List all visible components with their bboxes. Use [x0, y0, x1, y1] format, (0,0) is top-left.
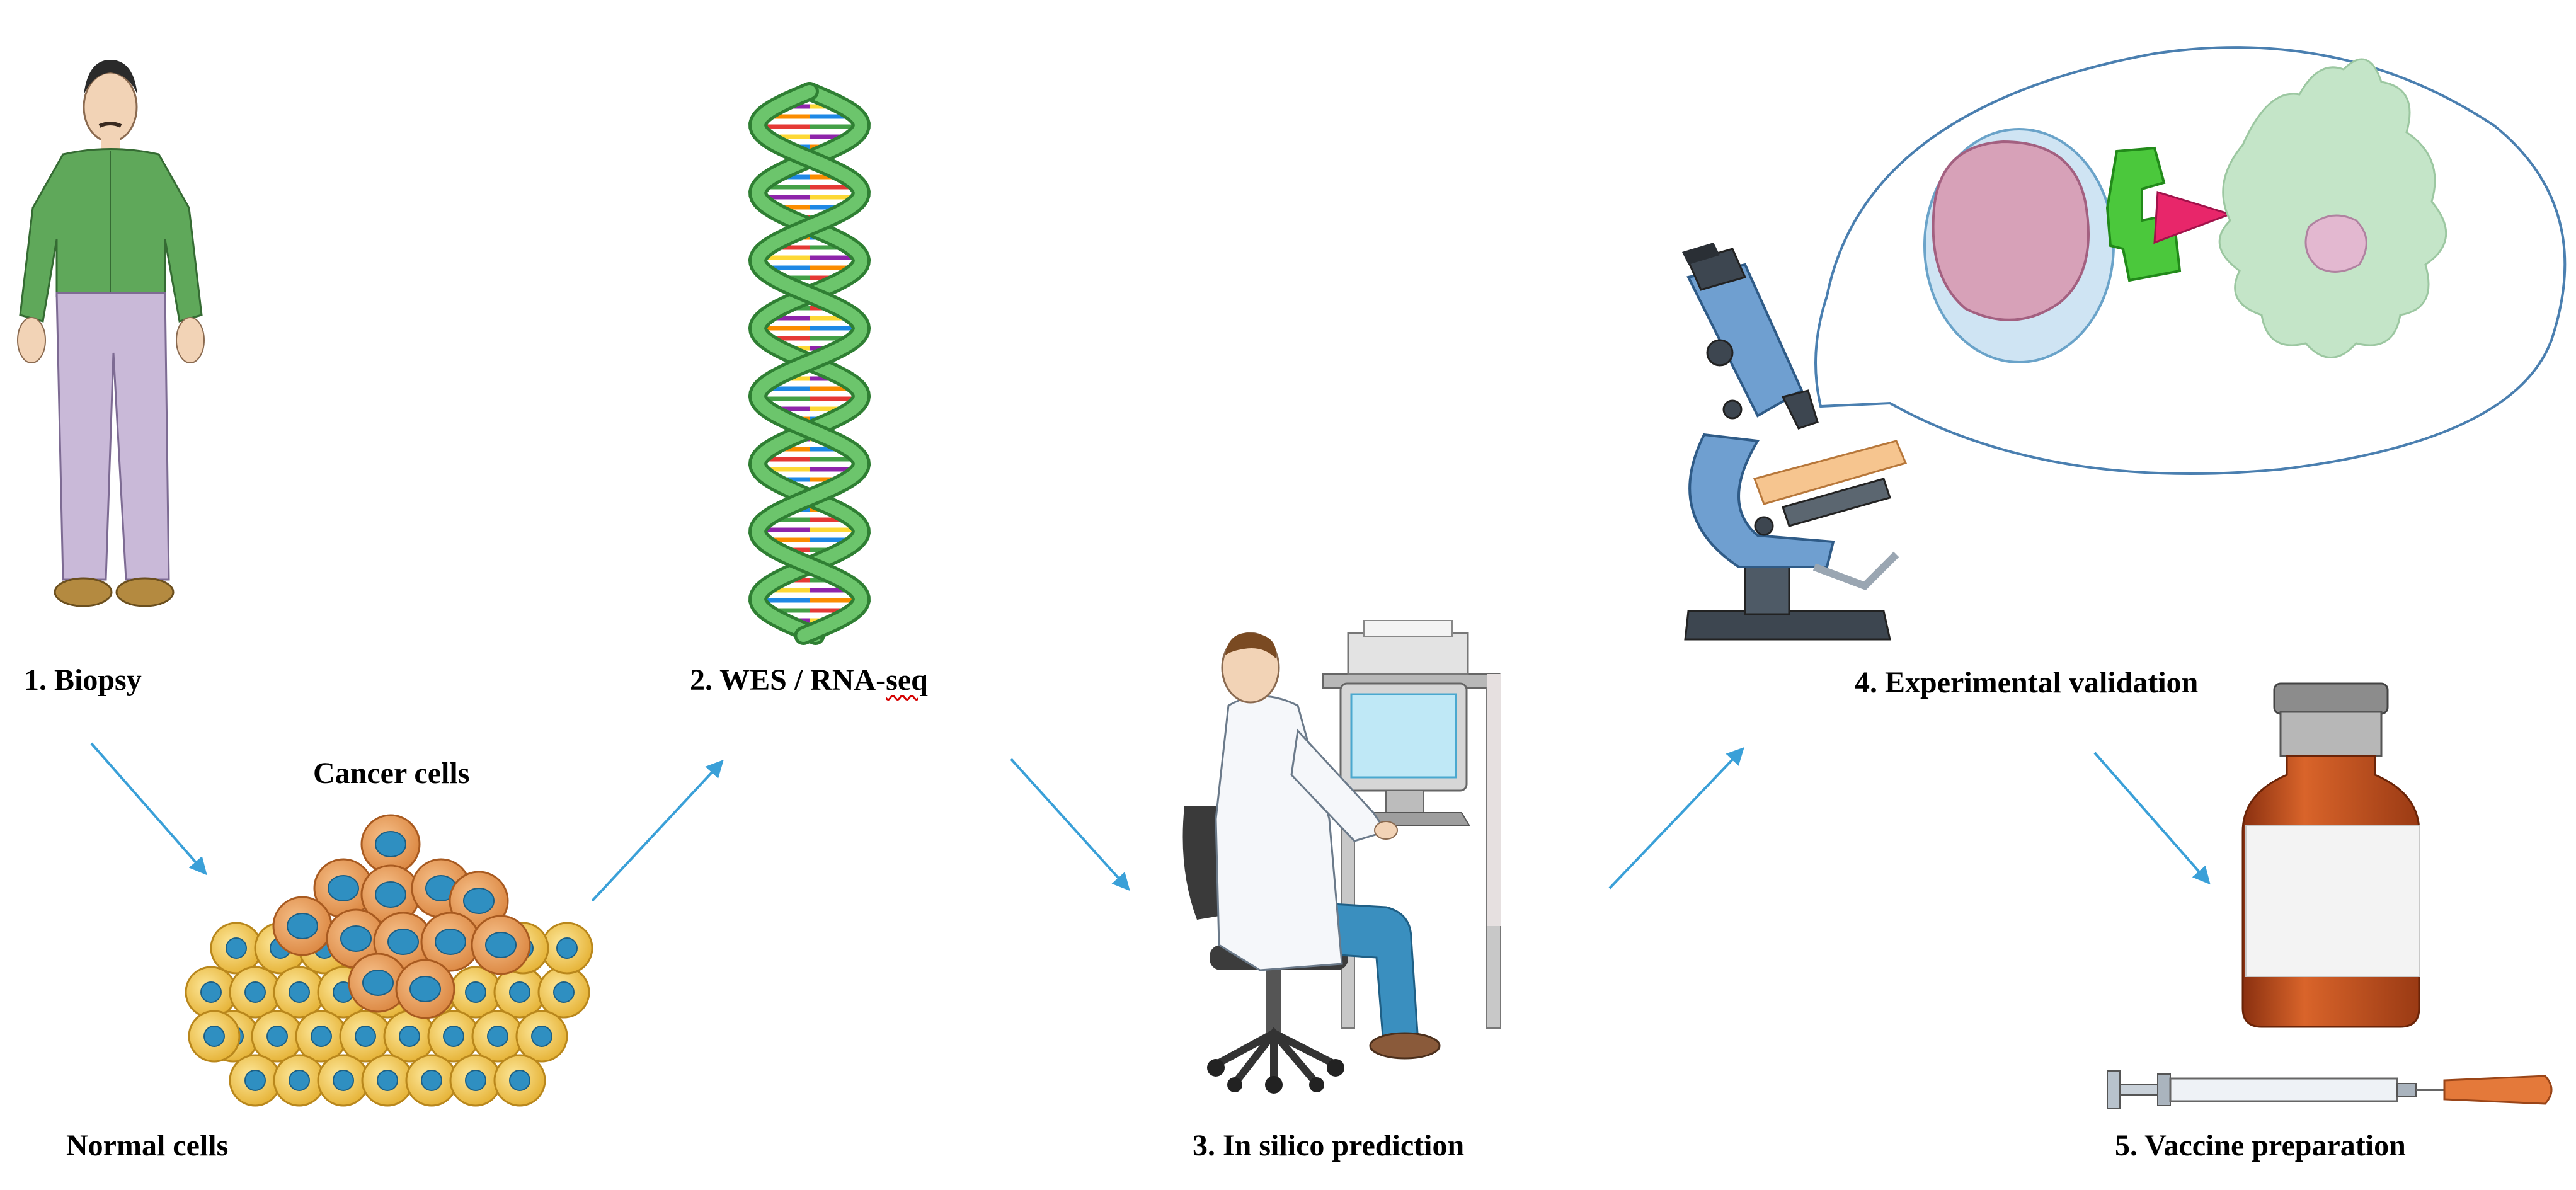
step-sequencing-label: 2. WES / RNA-seq	[690, 665, 928, 695]
step-biopsy-label: 1. Biopsy	[24, 663, 142, 697]
normal-cells-label: Normal cells	[66, 1129, 229, 1162]
cell-nucleus	[244, 981, 266, 1003]
step-prediction-label: 3. In silico prediction	[1193, 1129, 1465, 1162]
dna-helix-icon	[748, 82, 871, 645]
cell-nucleus	[485, 932, 517, 958]
cell-nucleus	[553, 981, 575, 1003]
dna-strand	[751, 85, 868, 642]
cell-nucleus	[443, 1026, 464, 1047]
cell-nucleus	[421, 1070, 442, 1091]
cell-nucleus	[531, 1026, 552, 1047]
cell-interaction-bubble	[1814, 46, 2567, 475]
cell-nucleus	[226, 937, 247, 959]
cell-nucleus	[399, 1026, 420, 1047]
cell-nucleus	[377, 1070, 398, 1091]
flow-arrows	[90, 742, 2211, 902]
cell-nucleus	[266, 1026, 288, 1047]
cell-nucleus	[556, 937, 578, 959]
step-vaccine-label: 5. Vaccine preparation	[2115, 1129, 2406, 1162]
cell-nucleus	[375, 831, 406, 857]
cell-nucleus	[362, 970, 394, 996]
cell-nucleus	[289, 981, 310, 1003]
arrow-validation-to-vaccine	[2093, 752, 2211, 885]
cell-nucleus	[465, 1070, 486, 1091]
cell-nucleus	[200, 981, 222, 1003]
cell-nucleus	[340, 925, 372, 952]
cell-cluster	[185, 814, 593, 1107]
step-validation-label: 4. Experimental validation	[1855, 666, 2199, 699]
step-sequencing-prefix: 2. WES / RNA-	[690, 663, 886, 697]
cell-nucleus	[355, 1026, 376, 1047]
arrow-sequencing-to-prediction	[1010, 758, 1130, 891]
arrow-biopsy-to-cells	[90, 742, 207, 876]
cell-nucleus	[509, 1070, 530, 1091]
cell-nucleus	[375, 881, 406, 908]
cell-nucleus	[287, 913, 318, 939]
cell-nucleus	[463, 888, 495, 914]
cell-nucleus	[387, 929, 419, 955]
cell-nucleus	[328, 875, 359, 901]
cell-nucleus	[289, 1070, 310, 1091]
vaccine-vial-icon	[2241, 682, 2420, 1028]
step-sequencing-suffix: seq	[886, 663, 928, 697]
arrow-cells-to-sequencing	[591, 759, 724, 902]
cell-nucleus	[311, 1026, 332, 1047]
cell-nucleus	[435, 929, 466, 955]
cell-nucleus	[509, 981, 530, 1003]
arrow-prediction-to-validation	[1608, 747, 1744, 890]
cell-nucleus	[333, 1070, 354, 1091]
cell-nucleus	[203, 1026, 225, 1047]
person-figure	[17, 60, 205, 607]
scientist-at-computer	[1182, 620, 1501, 1094]
cancer-cells-label: Cancer cells	[313, 757, 470, 790]
cell-nucleus	[487, 1026, 508, 1047]
cell-nucleus	[244, 1070, 266, 1091]
microscope-icon	[1682, 243, 1908, 641]
cell-nucleus	[409, 976, 441, 1002]
syringe-icon	[2107, 1070, 2553, 1109]
cell-nucleus	[465, 981, 486, 1003]
